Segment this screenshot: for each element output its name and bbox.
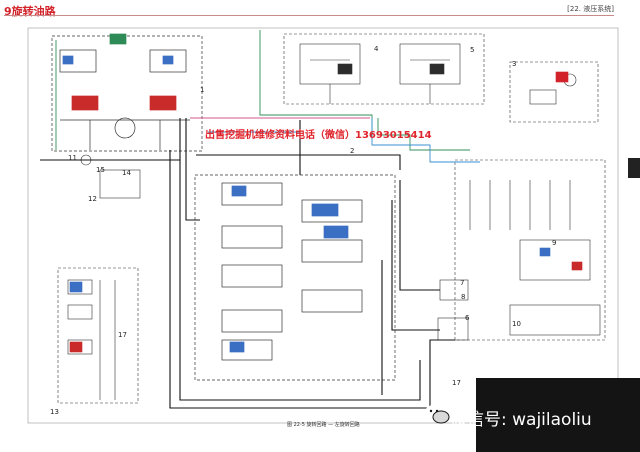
header-divider	[4, 15, 614, 16]
actuator-column	[57, 267, 139, 404]
pump-assembly	[509, 61, 599, 123]
callout-8: 8	[461, 293, 465, 301]
callout-4: 4	[374, 45, 379, 53]
return-lines	[208, 118, 480, 163]
callout-12: 12	[88, 195, 97, 203]
pilot-valve-block	[283, 33, 485, 105]
callout-17a: 17	[118, 331, 127, 339]
callout-9: 9	[552, 239, 556, 247]
main-control-valve	[194, 174, 396, 381]
callout-6: 6	[465, 314, 470, 322]
wechat-id-text: 微信号: wajilaoliu	[450, 410, 592, 430]
callout-2: 2	[350, 147, 354, 155]
callout-7: 7	[460, 279, 464, 287]
wechat-banner: 微信号: wajilaoliu	[425, 378, 640, 452]
callout-14: 14	[122, 169, 131, 177]
relief-valves	[437, 279, 469, 341]
callout-13: 13	[50, 408, 59, 416]
side-tab-marker	[628, 158, 640, 178]
figure-caption: 图 22-5 旋转回路 — 左旋转回路	[287, 422, 360, 428]
callout-1: 1	[200, 86, 204, 94]
callout-10: 10	[512, 320, 521, 328]
contact-overlay: 出售挖掘机维修资料电话（微信）13693015414	[205, 130, 432, 141]
callout-5: 5	[470, 46, 474, 54]
callout-15: 15	[96, 166, 105, 174]
solenoid-bank	[454, 159, 606, 341]
callout-3: 3	[512, 60, 516, 68]
swing-motor-block	[51, 33, 203, 152]
page-title: 9旋转油路	[4, 5, 56, 18]
callout-17b: 17	[452, 379, 461, 387]
callout-11: 11	[68, 154, 77, 162]
main-lines	[40, 118, 455, 409]
section-label: [22. 液压系统]	[567, 5, 614, 13]
wechat-icon	[425, 405, 450, 424]
